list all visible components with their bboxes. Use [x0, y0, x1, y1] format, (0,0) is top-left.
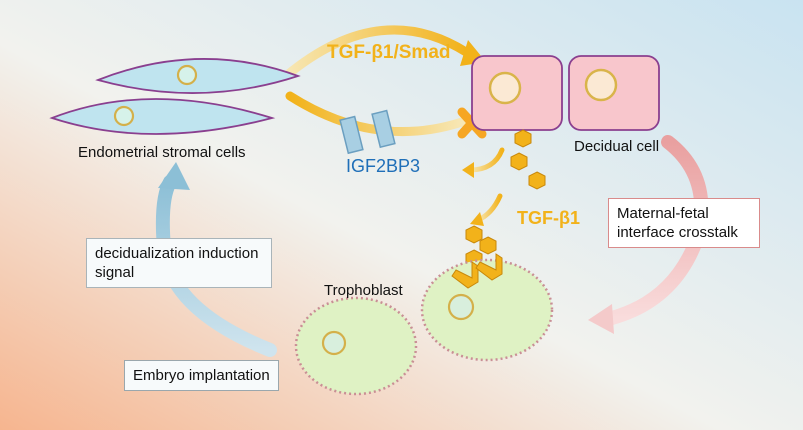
decidual-cell-2: [568, 55, 660, 131]
receptor-icon: [451, 253, 503, 289]
trophoblast-cell-1: [294, 296, 418, 396]
tgf-b1-label: TGF-β1: [517, 208, 580, 228]
igf2bp3-icon: [339, 109, 396, 155]
secretion-arrow-2: [470, 193, 503, 226]
trophoblast-label: Trophoblast: [324, 282, 403, 299]
endometrial-stromal-cells-label: Endometrial stromal cells: [78, 144, 246, 161]
embryo-implantation-box: Embryo implantation: [124, 360, 279, 391]
decidual-cell-label: Decidual cell: [574, 138, 660, 155]
decidual-cell-1: [471, 55, 563, 131]
trophoblast-cell-2: [420, 258, 554, 362]
secretion-arrow-1: [462, 147, 505, 178]
stromal-cell-top: [95, 58, 301, 94]
tgf-smad-label: TGF-β1/Smad: [327, 42, 451, 63]
decidualization-signal-box: decidualization induction signal: [86, 238, 272, 288]
maternal-fetal-crosstalk-box: Maternal-fetal interface crosstalk: [608, 198, 760, 248]
igf2bp3-label: IGF2BP3: [346, 156, 421, 176]
stromal-cell-bottom: [49, 98, 276, 135]
